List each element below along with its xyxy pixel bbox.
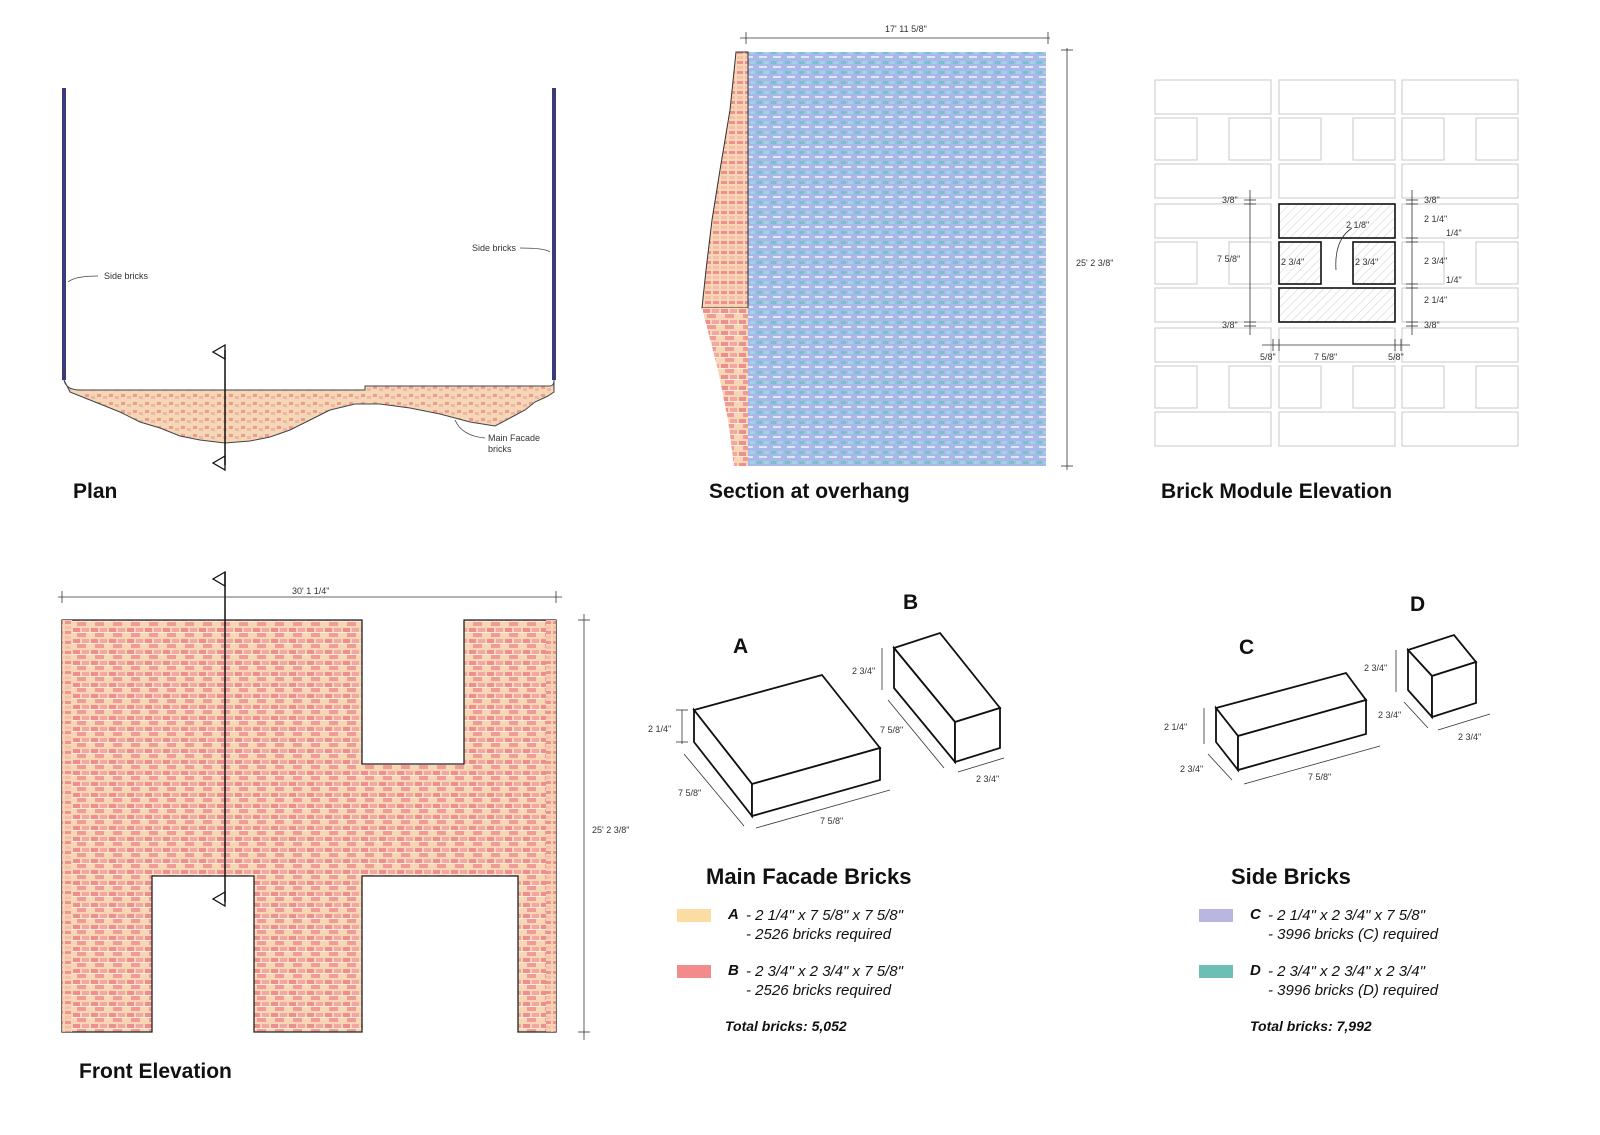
legend-letter-c: C	[1250, 906, 1261, 923]
legend-item-d: D - 2 3/4" x 2 3/4" x 2 3/4" - 3996 bric…	[1199, 962, 1438, 1000]
brick-c-label: C	[1239, 636, 1255, 659]
legend-d-count: - 3996 bricks (D) required	[1268, 982, 1439, 999]
module-dimensions	[1244, 190, 1418, 351]
plan-title: Plan	[73, 480, 118, 503]
section-arrow-icon	[211, 343, 226, 361]
total-main-facade: Total bricks: 5,052	[725, 1018, 847, 1034]
front-height-dim: 25' 2 3/8"	[592, 825, 629, 835]
legend-swatch-a	[677, 909, 711, 922]
section-arrow-icon	[211, 570, 226, 588]
brick-a-drawing	[692, 673, 882, 819]
legend-item-c: C - 2 1/4" x 2 3/4" x 7 5/8" - 3996 bric…	[1199, 906, 1438, 944]
plan-label-side-right: Side bricks	[472, 243, 517, 253]
legend-letter-a: A	[728, 906, 739, 923]
module-dim-r2: 1/4"	[1446, 228, 1462, 238]
module-dim-r1: 2 1/4"	[1424, 214, 1447, 224]
brick-a-dim-d: 7 5/8"	[678, 788, 701, 798]
brick-c-dim-w: 7 5/8"	[1308, 772, 1331, 782]
module-dim-inner-left: 2 3/4"	[1281, 257, 1304, 267]
module-dim-top-left: 3/8"	[1222, 195, 1238, 205]
brick-b-dim-h: 2 3/4"	[852, 666, 875, 676]
module-dim-bottom-a: 5/8"	[1260, 352, 1276, 362]
main-facade-title: Main Facade Bricks	[706, 864, 912, 889]
module-dim-r3: 2 3/4"	[1424, 256, 1447, 266]
side-bricks-title: Side Bricks	[1231, 864, 1351, 889]
brick-b-label: B	[903, 591, 919, 614]
legend-item-b: B - 2 3/4" x 2 3/4" x 7 5/8" - 2526 bric…	[677, 962, 903, 1000]
brick-c-dim-d: 2 3/4"	[1180, 764, 1203, 774]
section-height-dim: 25' 2 3/8"	[1076, 258, 1113, 268]
module-dim-top-right: 3/8"	[1424, 195, 1440, 205]
brick-d-dim-d: 2 3/4"	[1378, 710, 1401, 720]
module-title: Brick Module Elevation	[1161, 480, 1393, 503]
plan-drawing: Side bricks Side bricks Main Facade bric…	[62, 88, 556, 472]
legend-swatch-c	[1199, 909, 1233, 922]
legend-b-count: - 2526 bricks required	[746, 982, 892, 999]
plan-side-wall-left	[62, 88, 66, 380]
module-dim-mid-left: 7 5/8"	[1217, 254, 1240, 264]
legend-c-count: - 3996 bricks (C) required	[1268, 926, 1439, 943]
legend-swatch-d	[1199, 965, 1233, 978]
section-lower-bricks	[702, 308, 748, 466]
brick-a-label: A	[733, 635, 749, 658]
legend-swatch-b	[677, 965, 711, 978]
front-elevation-drawing	[58, 570, 590, 1040]
legend-letter-d: D	[1250, 962, 1261, 979]
front-facade	[61, 619, 557, 1033]
module-dim-bottom-left: 3/8"	[1222, 320, 1238, 330]
brick-b-dim-w: 2 3/4"	[976, 774, 999, 784]
section-drawing: 17' 11 5/8" 25' 2 3/8"	[701, 24, 1113, 470]
module-dim-bottom-b: 7 5/8"	[1314, 352, 1337, 362]
brick-b-drawing	[892, 631, 1002, 765]
section-title: Section at overhang	[709, 480, 910, 503]
module-dim-inner-top: 2 1/8"	[1346, 220, 1369, 230]
brick-d-label: D	[1410, 593, 1426, 616]
legend-a-count: - 2526 bricks required	[746, 926, 892, 943]
plan-label-side-left: Side bricks	[104, 271, 149, 281]
front-width-dim: 30' 1 1/4"	[292, 586, 329, 596]
module-drawing	[1154, 79, 1519, 447]
legend-b-size: - 2 3/4" x 2 3/4" x 7 5/8"	[746, 963, 903, 980]
brick-d-drawing	[1406, 633, 1478, 720]
legend-letter-b: B	[728, 962, 739, 979]
module-dim-r5: 2 1/4"	[1424, 295, 1447, 305]
brick-b-dim-d: 7 5/8"	[880, 725, 903, 735]
section-arrow-icon	[211, 454, 226, 472]
plan-side-wall-right	[552, 88, 556, 380]
module-dim-r4: 1/4"	[1446, 275, 1462, 285]
front-elevation-title: Front Elevation	[79, 1060, 232, 1083]
section-side-bricks	[748, 52, 1046, 466]
legend-c-size: - 2 1/4" x 2 3/4" x 7 5/8"	[1268, 907, 1425, 924]
brick-a-dim-w: 7 5/8"	[820, 816, 843, 826]
brick-d-dim-w: 2 3/4"	[1458, 732, 1481, 742]
module-highlight	[1278, 203, 1396, 323]
total-side-bricks: Total bricks: 7,992	[1250, 1018, 1372, 1034]
brick-a-dim-h: 2 1/4"	[648, 724, 671, 734]
brick-d-dim-h: 2 3/4"	[1364, 663, 1387, 673]
module-dim-inner-right: 2 3/4"	[1355, 257, 1378, 267]
legend-item-a: A - 2 1/4" x 7 5/8" x 7 5/8" - 2526 bric…	[677, 906, 903, 944]
brick-c-drawing	[1214, 671, 1368, 773]
plan-label-main-2: bricks	[488, 444, 512, 454]
legend-d-size: - 2 3/4" x 2 3/4" x 2 3/4"	[1268, 963, 1425, 980]
section-arrow-icon	[211, 890, 226, 908]
plan-label-main-1: Main Facade	[488, 433, 540, 443]
module-dim-bottom-c: 5/8"	[1388, 352, 1404, 362]
section-overhang-bricks	[701, 51, 749, 309]
plan-main-facade	[63, 379, 555, 444]
legend-a-size: - 2 1/4" x 7 5/8" x 7 5/8"	[746, 907, 903, 924]
brick-c-dim-h: 2 1/4"	[1164, 722, 1187, 732]
module-dim-bottom-right: 3/8"	[1424, 320, 1440, 330]
section-width-dim: 17' 11 5/8"	[885, 24, 927, 34]
